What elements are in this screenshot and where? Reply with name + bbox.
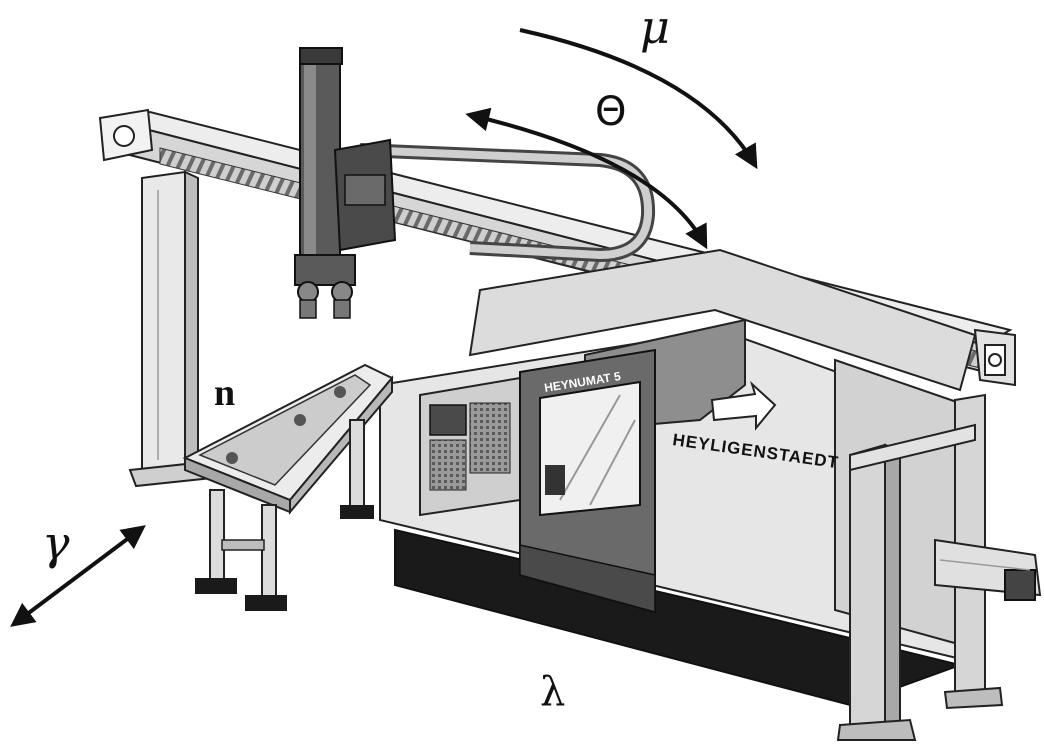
- workpiece-table: [182, 363, 394, 515]
- label-n: n: [214, 372, 236, 414]
- z-axis-slide: [299, 47, 397, 261]
- table-legs: [195, 419, 374, 611]
- chip-chute: [934, 538, 1042, 601]
- gamma-translation-arrow: [10, 525, 146, 627]
- machine-door: HEYNUMAT 5: [519, 348, 656, 614]
- left-gantry-column: [128, 170, 214, 488]
- mu-rotation-arrow: [519, 28, 758, 170]
- theta-rotation-arrow: [465, 107, 708, 250]
- cover-slide-arrow: [710, 380, 777, 431]
- control-panel: [419, 376, 521, 517]
- label-mu: μ: [640, 0, 670, 54]
- gripper-head: [294, 254, 356, 319]
- label-lambda: λ: [540, 669, 566, 715]
- label-theta: Θ: [595, 89, 627, 135]
- label-gamma: γ: [42, 516, 70, 570]
- right-support-frame: [836, 393, 1004, 741]
